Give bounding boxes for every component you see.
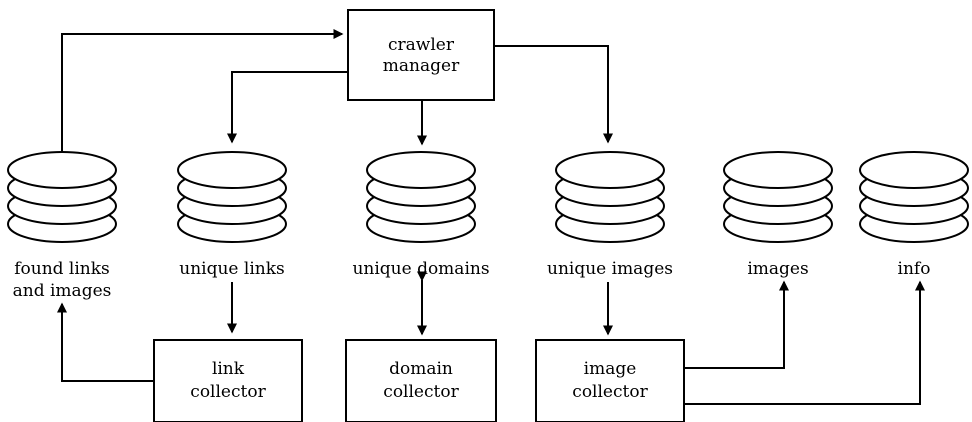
process-crawler-manager: crawler manager <box>347 9 495 101</box>
found-links-label-1: found links <box>14 259 110 279</box>
process-domain-collector: domain collector <box>345 339 497 422</box>
edge-image-collector-to-info <box>684 280 925 405</box>
database-icon <box>366 151 476 243</box>
link-collector-label-2: collector <box>190 382 266 402</box>
edge-crawler-manager-to-unique-links <box>227 71 348 144</box>
database-icon <box>7 151 117 243</box>
edge-image-collector-to-images <box>684 280 789 369</box>
link-collector-box <box>153 339 303 422</box>
process-link-collector: link collector <box>153 339 303 422</box>
store-found-links-and-images: found links and images <box>7 151 117 301</box>
database-icon <box>555 151 665 243</box>
link-collector-label-1: link <box>212 359 245 379</box>
unique-links-label: unique links <box>179 259 284 279</box>
images-label: images <box>747 259 808 279</box>
store-unique-images: unique images <box>547 151 673 279</box>
database-icon <box>723 151 833 243</box>
edge-crawler-manager-to-unique-images <box>494 45 613 144</box>
unique-domains-label: unique domains <box>352 259 489 279</box>
crawler-manager-label-2: manager <box>383 56 460 76</box>
info-label: info <box>898 259 931 279</box>
database-icon <box>177 151 287 243</box>
process-image-collector: image collector <box>535 339 685 422</box>
domain-collector-label-1: domain <box>389 359 453 379</box>
crawler-manager-label-1: crawler <box>388 35 455 55</box>
database-icon <box>859 151 969 243</box>
store-images: images <box>723 151 833 279</box>
crawler-manager-box <box>347 9 495 101</box>
store-info: info <box>859 151 969 279</box>
edges <box>57 29 925 405</box>
found-links-label-2: and images <box>13 281 112 301</box>
image-collector-box <box>535 339 685 422</box>
image-collector-label-1: image <box>584 359 637 379</box>
unique-images-label: unique images <box>547 259 673 279</box>
domain-collector-box <box>345 339 497 422</box>
store-unique-links: unique links <box>177 151 287 279</box>
domain-collector-label-2: collector <box>383 382 459 402</box>
edge-link-collector-to-found-links <box>57 302 154 382</box>
image-collector-label-2: collector <box>572 382 648 402</box>
store-unique-domains: unique domains <box>352 151 490 279</box>
edge-found-links-to-crawler-manager <box>61 29 344 168</box>
